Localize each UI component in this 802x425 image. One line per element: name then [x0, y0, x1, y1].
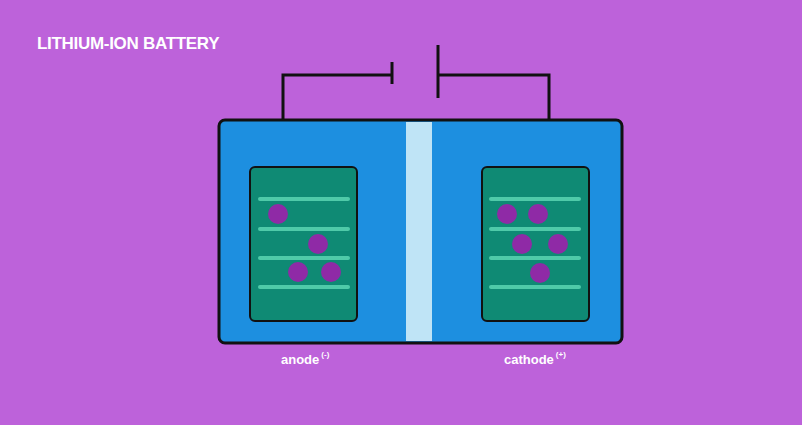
diagram-title: LITHIUM-ION BATTERY [37, 34, 219, 54]
electrode-label: cathode [504, 352, 554, 367]
cell-symbol-short-plate [391, 62, 394, 84]
battery-casing [219, 120, 622, 343]
cell-symbol-long-plate [437, 45, 440, 98]
label-holder: anode(-) [281, 352, 329, 367]
cathode-electrode [482, 167, 589, 321]
label-holder: cathode(+) [504, 352, 566, 367]
polarity-sign: (+) [556, 350, 566, 359]
lithium-ions [268, 204, 568, 283]
electrode-layers [260, 199, 579, 287]
anode-electrode [250, 167, 357, 321]
title-holder: LITHIUM-ION BATTERY [37, 34, 219, 54]
separator [406, 122, 432, 341]
polarity-sign: (-) [321, 350, 329, 359]
electrode-label: anode [281, 352, 319, 367]
circuit-wire [283, 75, 549, 121]
